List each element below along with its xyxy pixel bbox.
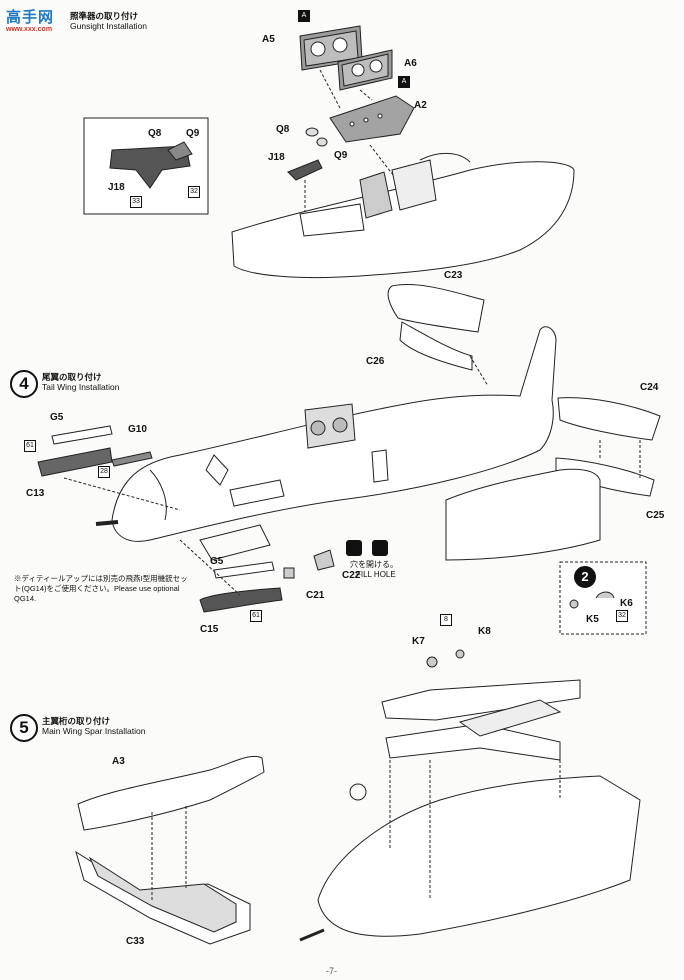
fill-icon: [372, 540, 388, 556]
inset-label-q9: Q9: [186, 128, 200, 139]
label-a3: A3: [112, 756, 125, 767]
part-c23-stabilizer: [387, 284, 485, 333]
label-k8: K8: [478, 626, 491, 637]
label-c22: C22: [342, 570, 361, 581]
label-c33: C33: [126, 936, 145, 947]
watermark-url: www.xxx.com: [6, 26, 53, 33]
label-c24: C24: [640, 382, 659, 393]
label-a6: A6: [404, 58, 417, 69]
part-c22-nose: [313, 549, 335, 571]
label-c25: C25: [646, 510, 665, 521]
fuselage-front-step5: [317, 775, 641, 937]
label-q8: Q8: [276, 124, 290, 135]
step5-number: 5: [10, 714, 38, 742]
label-c13: C13: [26, 488, 45, 499]
part-c13-tray: [37, 447, 113, 477]
label-c26: C26: [366, 356, 385, 367]
drill-icon: [346, 540, 362, 556]
part-a2-mount: [329, 95, 415, 143]
label-k5: K5: [586, 614, 599, 625]
part-c24-stabilizer: [557, 397, 661, 441]
drill-en: FILL HOLE: [356, 570, 396, 579]
label-q9: Q9: [334, 150, 348, 161]
marker-8: 8: [440, 614, 452, 626]
step4-number: 4: [10, 370, 38, 398]
part-g5-bar: [51, 425, 113, 445]
label-c23: C23: [444, 270, 463, 281]
marker-a-top: A: [298, 10, 310, 22]
label-j18: J18: [268, 152, 285, 163]
inset-label-q8: Q8: [148, 128, 162, 139]
part-g5-bar-b: [213, 561, 275, 579]
part-c15-tray: [199, 587, 283, 613]
marker-33: 33: [130, 196, 142, 208]
label-k6: K6: [620, 598, 633, 609]
inset-label-j18: J18: [108, 182, 125, 193]
label-g5: G5: [50, 412, 64, 423]
page-number: -7-: [326, 966, 337, 976]
drill-jp: 穴を開ける。: [350, 560, 398, 569]
detail-note: ※ディティールアップには別売の飛燕I型用機銃セット(QG14)をご使用ください。…: [14, 574, 188, 603]
label-c21: C21: [306, 590, 325, 601]
part-a3-spar: [77, 756, 265, 831]
marker-32: 32: [188, 186, 200, 198]
label-a5: A5: [262, 34, 275, 45]
marker-28: 28: [98, 466, 110, 478]
label-k7: K7: [412, 636, 425, 647]
part-j18: [287, 159, 323, 181]
marker-32b: 32: [616, 610, 628, 622]
marker-a-mid: A: [398, 76, 410, 88]
label-c15: C15: [200, 624, 219, 635]
sub-step-number: 2: [574, 566, 596, 588]
label-g5b: G5: [210, 556, 224, 567]
watermark-logo: 高手网: [6, 9, 55, 26]
marker-61b: 61: [250, 610, 262, 622]
label-g10: G10: [128, 424, 147, 435]
label-a2: A2: [414, 100, 427, 111]
marker-61: 61: [24, 440, 36, 452]
